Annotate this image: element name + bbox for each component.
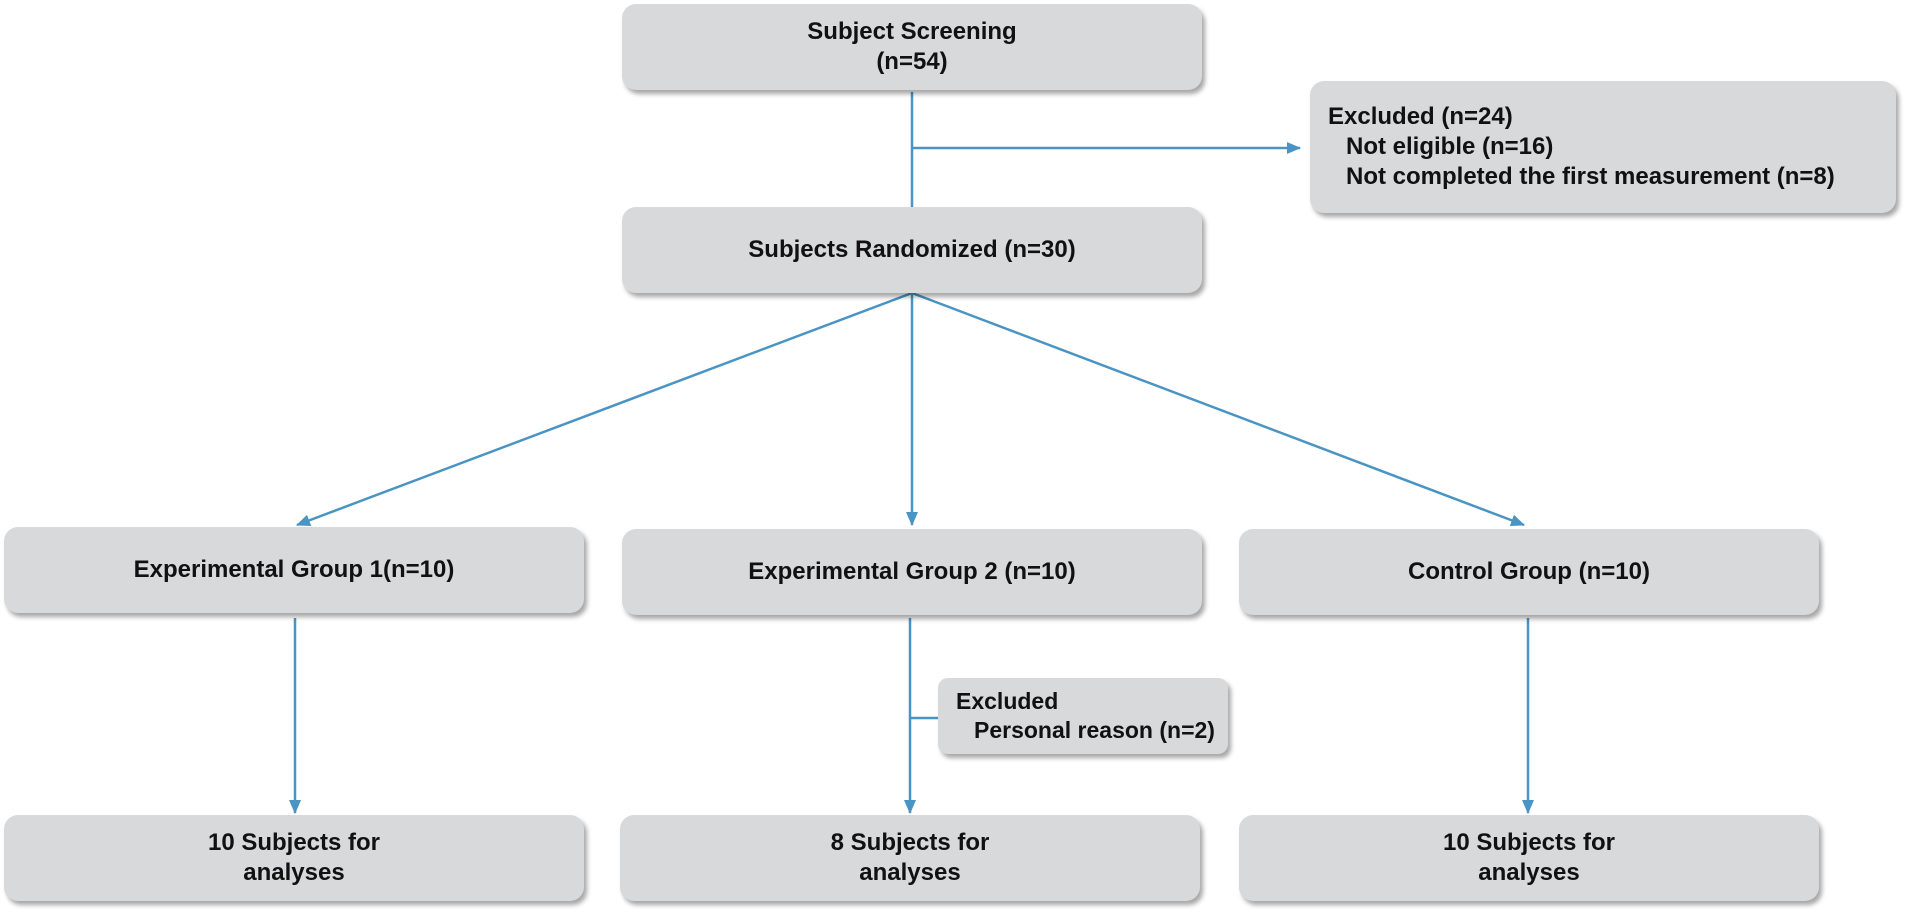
excluded-group2-box: Excluded Personal reason (n=2) <box>938 678 1228 754</box>
control-group-box: Control Group (n=10) <box>1239 529 1819 615</box>
analyses-exp2-line2: analyses <box>859 859 961 886</box>
analyses-exp1-line2: analyses <box>243 859 345 886</box>
exp1-label: Experimental Group 1(n=10) <box>133 556 455 583</box>
screening-label: Subject Screening <box>807 18 1017 45</box>
arrow-to-exp1 <box>296 291 913 527</box>
analyses-exp2-line1: 8 Subjects for <box>830 829 990 856</box>
experimental-group-1-box: Experimental Group 1(n=10) <box>4 527 584 613</box>
exp2-label: Experimental Group 2 (n=10) <box>748 558 1076 585</box>
analyses-control-box: 10 Subjects for analyses <box>1239 815 1819 901</box>
analyses-exp1-line1: 10 Subjects for <box>207 829 381 856</box>
excluded-group2-title: Excluded <box>956 688 1059 714</box>
excluded-group2-reason: Personal reason (n=2) <box>974 717 1215 743</box>
subjects-randomized-box: Subjects Randomized (n=30) <box>622 207 1202 293</box>
analyses-control-line1: 10 Subjects for <box>1442 829 1616 856</box>
experimental-group-2-box: Experimental Group 2 (n=10) <box>622 529 1202 615</box>
analyses-control-line2: analyses <box>1478 859 1580 886</box>
excluded-not-completed: Not completed the first measurement (n=8… <box>1346 163 1835 190</box>
analyses-exp1-box: 10 Subjects for analyses <box>4 815 584 901</box>
excluded-not-eligible: Not eligible (n=16) <box>1346 133 1554 160</box>
randomized-label: Subjects Randomized (n=30) <box>748 236 1076 263</box>
screening-count: (n=54) <box>876 48 948 75</box>
control-label: Control Group (n=10) <box>1408 558 1650 585</box>
excluded-screening-box: Excluded (n=24) Not eligible (n=16) Not … <box>1310 81 1896 213</box>
arrow-to-control <box>911 291 1525 527</box>
analyses-exp2-box: 8 Subjects for analyses <box>620 815 1200 901</box>
excluded-title: Excluded (n=24) <box>1328 103 1513 130</box>
subject-screening-box: Subject Screening (n=54) <box>622 4 1202 90</box>
